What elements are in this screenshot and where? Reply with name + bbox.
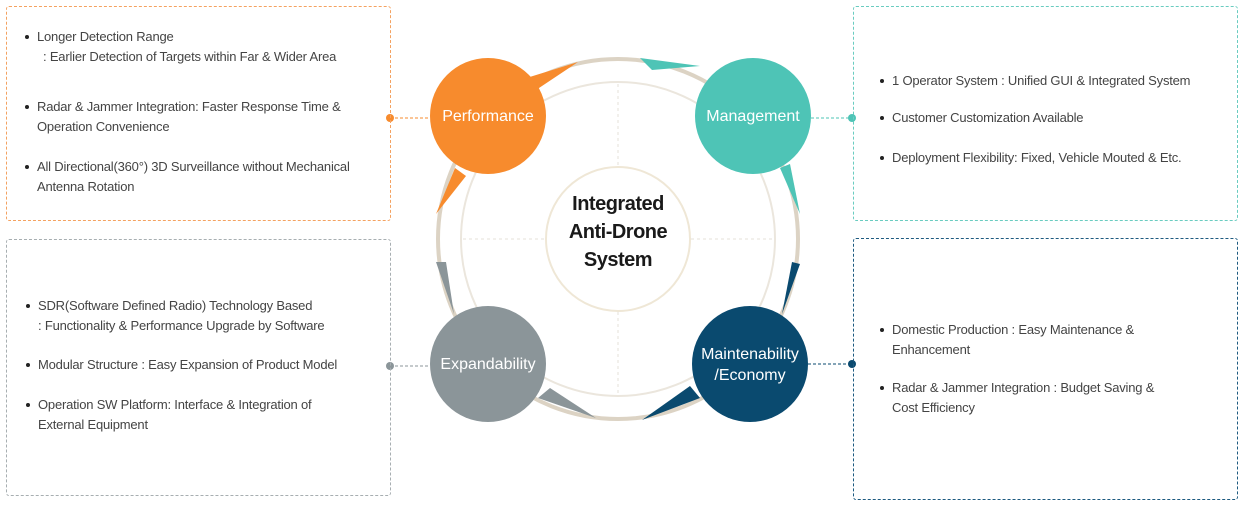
expandability-arc-side xyxy=(436,262,454,314)
center-title: Integrated Anti-Drone System xyxy=(548,190,688,274)
performance-arc-arrow xyxy=(436,168,466,214)
center-title-line2: Anti-Drone xyxy=(568,221,668,243)
outer-ring xyxy=(436,57,800,421)
maintenance-arc-arrow xyxy=(782,262,800,314)
inner-ring xyxy=(460,81,776,397)
maintenance-arc-bottom xyxy=(642,386,700,420)
expandability-arc-arrow xyxy=(538,388,596,418)
list-item: Radar & Jammer Integration : Budget Savi… xyxy=(880,378,1232,418)
list-item: Domestic Production : Easy Maintenance &… xyxy=(880,320,1232,360)
management-arc-side xyxy=(780,164,800,214)
expandability-label: Expandability xyxy=(440,355,536,373)
performance-box: Longer Detection Range : Earlier Detecti… xyxy=(6,6,391,221)
center-title-line1: Integrated xyxy=(572,193,664,215)
management-arc-arrow xyxy=(640,58,700,70)
performance-circle xyxy=(430,58,546,174)
maintenance-box: Domestic Production : Easy Maintenance &… xyxy=(853,238,1238,500)
list-item: Longer Detection Range : Earlier Detecti… xyxy=(25,27,387,67)
list-item: Customer Customization Available xyxy=(880,108,1232,128)
list-item: Deployment Flexibility: Fixed, Vehicle M… xyxy=(880,148,1232,168)
list-item: Operation SW Platform: Interface & Integ… xyxy=(26,395,388,435)
list-item: Radar & Jammer Integration: Faster Respo… xyxy=(25,97,387,137)
management-box: 1 Operator System : Unified GUI & Integr… xyxy=(853,6,1238,221)
list-item: All Directional(360°) 3D Surveillance wi… xyxy=(25,157,387,197)
management-connector-dot xyxy=(848,114,856,122)
maintenance-label: Maintenability /Economy xyxy=(686,342,814,388)
expandability-circle xyxy=(430,306,546,422)
maintenance-connector-dot xyxy=(848,360,856,368)
list-item: 1 Operator System : Unified GUI & Integr… xyxy=(880,71,1232,91)
list-item: Modular Structure : Easy Expansion of Pr… xyxy=(26,355,388,375)
list-item: SDR(Software Defined Radio) Technology B… xyxy=(26,296,388,336)
maintenance-label-line2: /Economy xyxy=(714,367,786,384)
center-circle xyxy=(545,166,691,312)
center-title-line3: System xyxy=(583,249,653,271)
maintenance-label-line1: Maintenability xyxy=(701,346,799,363)
management-circle xyxy=(695,58,811,174)
maintenance-circle xyxy=(692,306,808,422)
performance-label: Performance xyxy=(442,107,534,125)
management-label: Management xyxy=(706,107,800,125)
expandability-box: SDR(Software Defined Radio) Technology B… xyxy=(6,239,391,496)
